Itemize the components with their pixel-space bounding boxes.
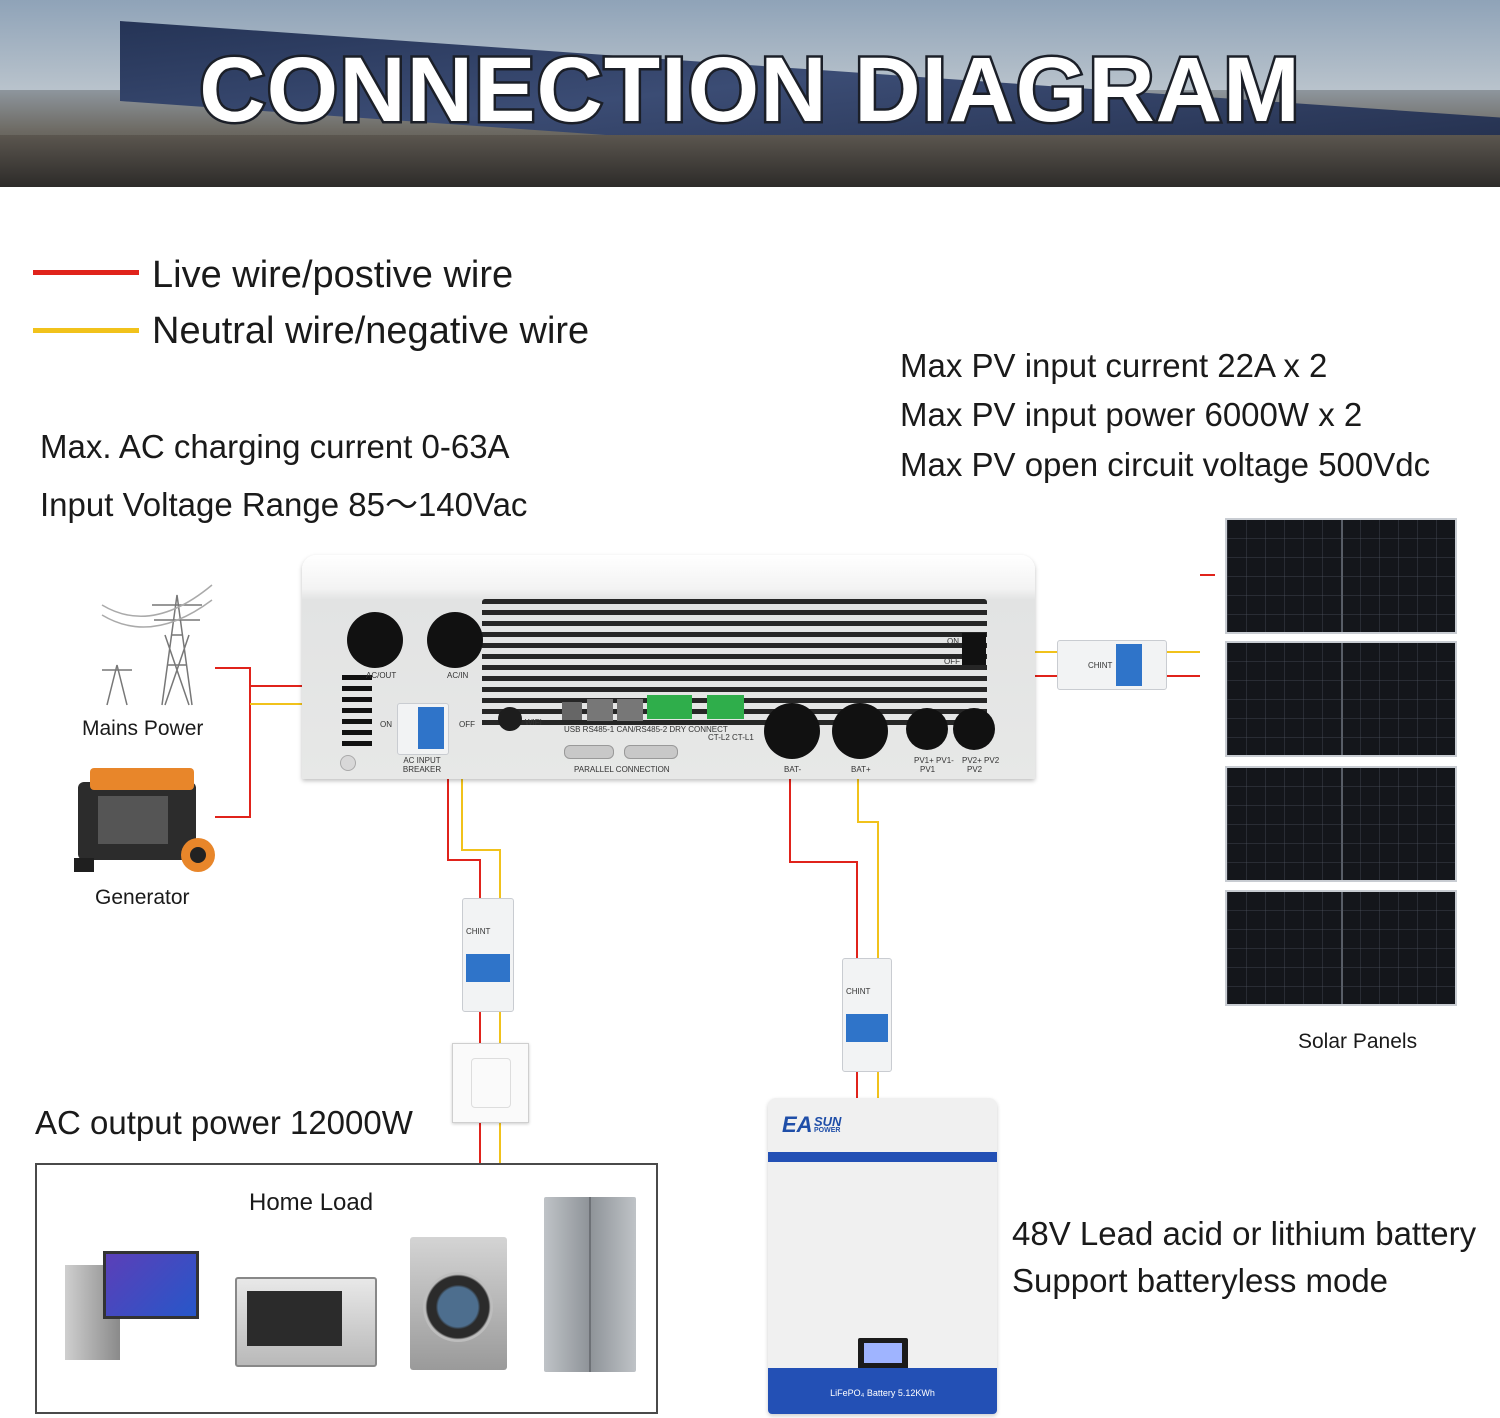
solar-panel-2 xyxy=(1225,641,1457,757)
legend-neutral-label: Neutral wire/negative wire xyxy=(152,310,590,352)
banner-building-floor xyxy=(0,135,1500,187)
pv-power-spec: Max PV input power 6000W x 2 xyxy=(900,396,1363,433)
pv-switch-on-label: ON xyxy=(947,637,959,646)
breaker-on-label: ON xyxy=(380,720,392,729)
lithium-battery: EA SUN POWER LiFePO₄ Battery 5.12KWh xyxy=(768,1098,997,1414)
mains-power-label: Mains Power xyxy=(82,717,204,740)
power-tower-icon xyxy=(101,584,213,706)
refrigerator-icon xyxy=(544,1197,636,1372)
bat-pos-label: BAT+ xyxy=(851,765,871,774)
status-led xyxy=(340,755,356,771)
solar-panel-3 xyxy=(1225,766,1457,882)
battery-bottom-band: LiFePO₄ Battery 5.12KWh xyxy=(768,1368,997,1414)
bat-neg-terminal xyxy=(764,703,820,759)
page-title: CONNECTION DIAGRAM xyxy=(197,37,1303,144)
wifi-label: WIFI xyxy=(525,718,542,727)
parallel-connection-label: PARALLEL CONNECTION xyxy=(574,765,670,774)
can-rs485-2-port xyxy=(617,699,643,721)
pv-current-spec: Max PV input current 22A x 2 xyxy=(900,347,1328,384)
ports-label: USB RS485-1 CAN/RS485-2 DRY CONNECT xyxy=(564,725,728,734)
battery-brand-power: POWER xyxy=(814,1127,841,1134)
ct-port xyxy=(707,695,744,719)
ac-charging-spec: Max. AC charging current 0-63A xyxy=(40,428,510,465)
battery-brand-sun: SUN xyxy=(814,1114,842,1129)
input-voltage-spec: Input Voltage Range 85～140Vac xyxy=(40,486,528,523)
legend-neutral-line xyxy=(33,328,139,333)
battery-spec-voltage: 48V Lead acid or lithium battery xyxy=(1012,1215,1477,1252)
ac-output-breaker: CHINT xyxy=(462,898,514,1012)
parallel-port-1 xyxy=(564,745,614,759)
generator-label: Generator xyxy=(95,886,190,909)
wifi-port xyxy=(498,707,522,731)
battery-model-label: LiFePO₄ Battery 5.12KWh xyxy=(830,1388,935,1398)
dry-connect-port xyxy=(647,695,692,719)
bat-pos-terminal xyxy=(832,703,888,759)
ac-out-label: AC/OUT xyxy=(366,671,397,680)
battery-neg-wire xyxy=(789,730,858,960)
pv1-terminal xyxy=(906,708,948,750)
battery-display xyxy=(858,1338,908,1370)
oven-icon xyxy=(235,1277,377,1367)
source-live-bracket xyxy=(215,667,251,818)
ct-label: CT-L2 CT-L1 xyxy=(708,733,754,742)
breaker-off-label: OFF xyxy=(459,720,475,729)
solar-panel-4 xyxy=(1225,890,1457,1006)
pv-switch-off-label: OFF xyxy=(944,657,960,666)
pv-switch xyxy=(962,633,986,665)
battery-breaker: CHINT xyxy=(842,958,892,1072)
ac-in-label: AC/IN xyxy=(447,671,469,680)
pv2-terminal-label: PV2+ PV2 xyxy=(962,756,1000,765)
pv1-label: PV1 xyxy=(920,765,936,774)
ac-breaker-brand: CHINT xyxy=(466,927,491,936)
ac-output-power: AC output power 12000W xyxy=(35,1104,413,1141)
parallel-port-2 xyxy=(624,745,678,759)
pv-voltage-spec: Max PV open circuit voltage 500Vdc xyxy=(900,446,1431,483)
ac-in-terminal xyxy=(427,612,483,668)
pv-breaker-brand: CHINT xyxy=(1088,661,1113,670)
pv-breaker: CHINT xyxy=(1057,640,1167,690)
battery-top-stripe xyxy=(768,1152,997,1162)
usb-port xyxy=(562,702,582,720)
battery-spec-batteryless: Support batteryless mode xyxy=(1012,1262,1389,1299)
pv1-terminal-label: PV1+ PV1- xyxy=(914,756,954,765)
solar-panel-1 xyxy=(1225,518,1457,634)
inverter-side-vents xyxy=(342,675,372,750)
hybrid-inverter: AC/OUT AC/IN ON OFF AC INPUT BREAKER WIF… xyxy=(302,555,1035,779)
home-load-box: Home Load xyxy=(35,1163,658,1414)
washing-machine-icon xyxy=(410,1237,507,1370)
legend-live-line xyxy=(33,270,139,275)
home-load-label: Home Load xyxy=(249,1189,374,1216)
computer-monitor-icon xyxy=(103,1251,199,1319)
pv2-terminal xyxy=(953,708,995,750)
legend-live-label: Live wire/postive wire xyxy=(152,254,514,296)
pv2-label: PV2 xyxy=(967,765,983,774)
ac-input-breaker-label: AC INPUT BREAKER xyxy=(402,756,442,774)
solar-panels-label: Solar Panels xyxy=(1298,1030,1418,1053)
rs485-1-port xyxy=(587,699,613,721)
header-banner: CONNECTION DIAGRAM xyxy=(0,0,1500,187)
ac-out-terminal xyxy=(347,612,403,668)
generator-icon xyxy=(74,768,215,872)
ac-input-breaker xyxy=(397,703,449,755)
battery-breaker-brand: CHINT xyxy=(846,987,871,996)
wall-socket xyxy=(452,1043,529,1123)
bat-neg-label: BAT- xyxy=(784,765,802,774)
battery-brand-ea: EA xyxy=(782,1112,813,1137)
